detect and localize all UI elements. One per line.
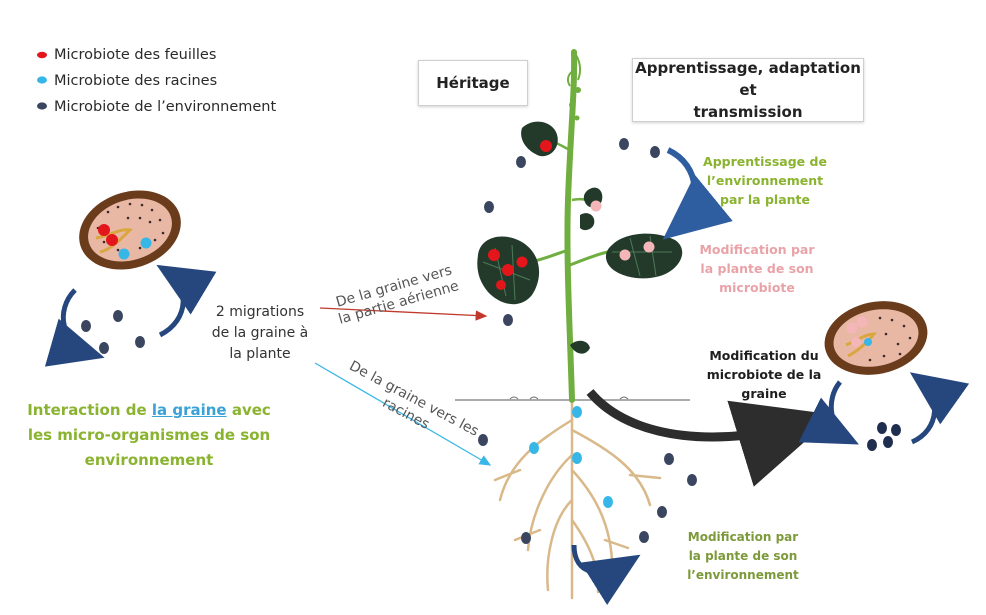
apprentissage-box: Apprentissage, adaptation et transmissio… [632, 58, 864, 122]
modification-microbiote-line-2: la plante de son [700, 261, 814, 276]
modification-env-line-1: Modification par [687, 530, 799, 544]
legend-label-environment: Microbiote de l’environnement [54, 99, 277, 115]
modification-microbiote-label: Modification par la plante de son microb… [692, 240, 822, 297]
interaction-label: Interaction de la graine avec les micro-… [24, 398, 274, 473]
legend-item-root: Microbiote des racines [36, 68, 276, 94]
modification-env-line-2: la plante de son [688, 549, 798, 563]
modification-graine-line-1: Modification du [709, 348, 819, 363]
apprentissage-env-label: Apprentissage de l’environnement par la … [700, 152, 830, 209]
legend-item-leaf: Microbiote des feuilles [36, 42, 276, 68]
left-cycle-arrow-right [156, 264, 217, 338]
leaf-microbes-pink [590, 200, 655, 261]
right-seed [824, 301, 928, 375]
left-seed [79, 190, 181, 270]
modification-graine-line-2: microbiote de la [706, 367, 822, 382]
migration-arrow-aerial [319, 307, 488, 321]
heritage-box: Héritage [418, 60, 528, 106]
dark-dot-icon [36, 94, 48, 120]
heritage-label: Héritage [436, 74, 510, 92]
modification-env-line-3: l’environnement [687, 568, 799, 582]
leaf-microbes-red [488, 140, 552, 290]
interaction-line-1: Interaction de la graine avec [24, 398, 274, 423]
right-cycle-arrow-left [798, 380, 859, 445]
plant-stem [564, 49, 578, 403]
migrations-line-3: la plante [229, 346, 291, 362]
apprentissage-env-line-2: l’environnement [706, 173, 824, 188]
right-cycle-arrow-right [909, 372, 970, 445]
apprentissage-label-1: Apprentissage, adaptation et [635, 59, 861, 99]
red-dot-icon [36, 42, 48, 68]
migration-arrow-roots [314, 362, 492, 466]
legend-label-leaf: Microbiote des feuilles [54, 47, 217, 63]
apprentissage-env-line-3: par la plante [720, 192, 810, 207]
learning-arrow [662, 147, 733, 240]
environment-microbes [478, 138, 697, 544]
root-microbes-blue [529, 406, 613, 508]
la-graine-link[interactable]: la graine [151, 401, 227, 419]
migrations-line-1: 2 migrations [215, 304, 305, 320]
legend-item-environment: Microbiote de l’environnement [36, 94, 276, 120]
left-seed-environment-microbes [81, 310, 145, 354]
interaction-pre: Interaction de [27, 401, 152, 419]
modification-environnement-label: Modification par la plante de son l’envi… [678, 528, 808, 585]
left-cycle-arrow-left [44, 288, 105, 367]
root-environment-arrow [571, 544, 641, 606]
seed-modification-arrow [586, 389, 836, 487]
right-seed-environment-microbes [867, 422, 901, 451]
interaction-line-2: les micro-organismes de son [27, 426, 271, 444]
roots [493, 398, 662, 600]
blue-dot-icon [36, 68, 48, 94]
migrations-line-2: de la graine à [211, 325, 309, 341]
modification-microbiote-line-3: microbiote [719, 280, 795, 295]
migrations-label: 2 migrations de la graine à la plante [200, 302, 320, 365]
legend-label-root: Microbiote des racines [54, 73, 218, 89]
interaction-post: avec [226, 401, 271, 419]
right-leaf [605, 233, 683, 279]
interaction-line-3: environnement [84, 451, 214, 469]
modification-graine-label: Modification du microbiote de la graine [704, 346, 824, 403]
apprentissage-label-2: transmission [693, 103, 803, 121]
legend: Microbiote des feuilles Microbiote des r… [36, 42, 276, 120]
modification-graine-line-3: graine [741, 386, 787, 401]
modification-microbiote-line-1: Modification par [699, 242, 815, 257]
apprentissage-env-line-1: Apprentissage de [703, 154, 827, 169]
